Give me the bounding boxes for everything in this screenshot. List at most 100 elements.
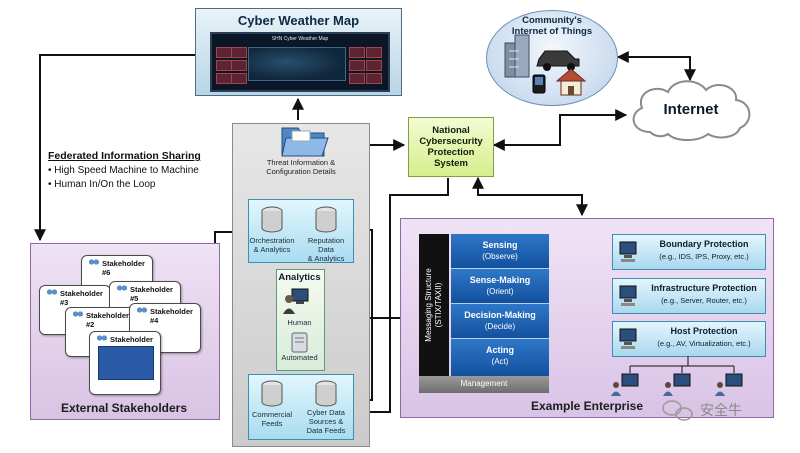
house-icon	[555, 68, 587, 96]
people-icon	[96, 334, 108, 344]
ncps-line: Protection	[427, 147, 475, 158]
watermark-text: 安全牛	[700, 402, 742, 418]
management-bar	[419, 376, 549, 393]
database-icon	[315, 206, 337, 233]
phase-title: Sense-Making	[469, 275, 531, 285]
federated-bullet: • High Speed Machine to Machine	[48, 165, 199, 176]
workstation-icon	[663, 373, 691, 396]
computer-icon	[619, 241, 637, 262]
federated-sharing-title: Federated Information Sharing	[48, 150, 201, 162]
ncps-box: National Cybersecurity Protection System	[408, 117, 494, 177]
arrow-cwm-to-external	[34, 54, 195, 242]
host-protection-box: Host Protection (e.g., AV, Virtualizatio…	[612, 321, 766, 357]
arrow-ncps-to-internet	[492, 109, 628, 151]
iot-title-line1: Community's	[522, 15, 582, 26]
world-map-image	[248, 47, 346, 81]
analytics-box	[276, 269, 325, 371]
human-label: Human	[287, 318, 312, 327]
map-tile	[231, 73, 247, 84]
map-tile	[366, 47, 382, 58]
stakeholder-label: Stakeholder #4	[150, 307, 193, 325]
phase-sense-making: Sense-Making (Orient)	[451, 269, 549, 304]
phase-subtitle: (Observe)	[482, 252, 518, 261]
phase-subtitle: (Decide)	[484, 322, 516, 331]
workstation-icon	[715, 373, 743, 396]
iot-title-line2: Internet of Things	[511, 26, 593, 37]
federated-bullet: • Human In/On the Loop	[48, 179, 156, 190]
threat-info-line: Threat Information &	[266, 158, 336, 167]
map-tile	[231, 60, 247, 71]
people-icon	[72, 310, 84, 320]
phase-title: Decision-Making	[464, 310, 536, 320]
ncps-line: National	[432, 125, 470, 136]
internet-label: Internet	[663, 101, 719, 118]
reputation-line: Reputation Data	[307, 236, 345, 254]
protection-subtitle: (e.g., IDS, IPS, Proxy, etc.)	[659, 252, 749, 261]
orchestration-line: & Analytics	[253, 245, 291, 254]
people-icon	[46, 288, 58, 298]
example-enterprise-label: Example Enterprise	[530, 399, 644, 413]
car-icon	[536, 50, 580, 71]
cyber-weather-map-panel: Cyber Weather Map SHN Cyber Weather Map	[195, 8, 402, 96]
arrow-ncps-to-central	[353, 178, 449, 418]
commercial-feeds-line: Commercial	[251, 410, 292, 419]
analytics-title: Analytics	[278, 272, 321, 283]
reputation-label: Reputation Data & Analytics	[299, 236, 353, 263]
map-tile	[349, 73, 365, 84]
federated-bullet-text: Human In/On the Loop	[54, 179, 156, 190]
database-icon	[315, 380, 337, 407]
messaging-line: (STIX/TAXII)	[434, 282, 443, 327]
cyber-data-line: Sources &	[308, 417, 344, 426]
protection-title: Host Protection	[670, 326, 738, 336]
phase-sensing: Sensing (Observe)	[451, 234, 549, 269]
stakeholder-card: Stakeholder #4	[129, 303, 201, 353]
map-tile	[349, 60, 365, 71]
arrow-ncps-to-enterprise	[472, 176, 588, 217]
threat-info-line: Configuration Details	[266, 167, 336, 176]
computer-icon	[619, 328, 637, 349]
map-tile	[366, 73, 382, 84]
orchestration-line: Orchestration	[249, 236, 295, 245]
computer-icon	[619, 285, 637, 306]
cyber-data-line: Data Feeds	[306, 426, 346, 435]
external-stakeholders-panel: Stakeholder #6 Stakeholder #3 Stakeholde…	[30, 243, 220, 420]
cyber-data-sources-label: Cyber Data Sources & Data Feeds	[299, 408, 353, 435]
cyber-weather-map-title: Cyber Weather Map	[237, 13, 360, 28]
wechat-icon	[662, 400, 693, 421]
iot-devices-illustration	[504, 34, 587, 96]
server-icon	[291, 332, 308, 353]
phase-title: Acting	[486, 345, 514, 355]
phase-title: Sensing	[482, 240, 518, 250]
iot-title: Community's Internet of Things	[487, 15, 617, 37]
phase-acting: Acting (Act)	[451, 339, 549, 377]
workstation-icon	[611, 373, 639, 396]
people-icon	[88, 258, 100, 268]
phone-icon	[532, 74, 546, 94]
stakeholder-label: Stakeholder #2	[86, 311, 129, 329]
reputation-line: & Analytics	[307, 254, 345, 263]
people-icon	[136, 306, 148, 316]
stakeholder-label: Stakeholder #6	[102, 259, 145, 277]
cyber-weather-map-screen: SHN Cyber Weather Map	[210, 32, 390, 92]
infrastructure-protection-box: Infrastructure Protection (e.g., Server,…	[612, 278, 766, 314]
database-icon	[261, 206, 283, 233]
protection-title: Boundary Protection	[659, 239, 749, 249]
cyber-weather-map-caption: SHN Cyber Weather Map	[271, 36, 329, 42]
threat-info-label: Threat Information & Configuration Detai…	[256, 158, 346, 176]
ncps-label: National Cybersecurity Protection System	[409, 125, 493, 169]
stakeholder-label: Stakeholder #5	[130, 285, 173, 303]
map-tile	[366, 60, 382, 71]
stakeholder-card-front: Stakeholder #1	[89, 331, 161, 395]
cyber-data-line: Cyber Data	[307, 408, 345, 417]
ncps-line: Cybersecurity	[419, 136, 483, 147]
federated-bullet-text: High Speed Machine to Machine	[54, 165, 199, 176]
external-stakeholders-label: External Stakeholders	[60, 401, 188, 415]
automated-label: Automated	[281, 353, 318, 362]
protection-title: Infrastructure Protection	[651, 283, 757, 293]
